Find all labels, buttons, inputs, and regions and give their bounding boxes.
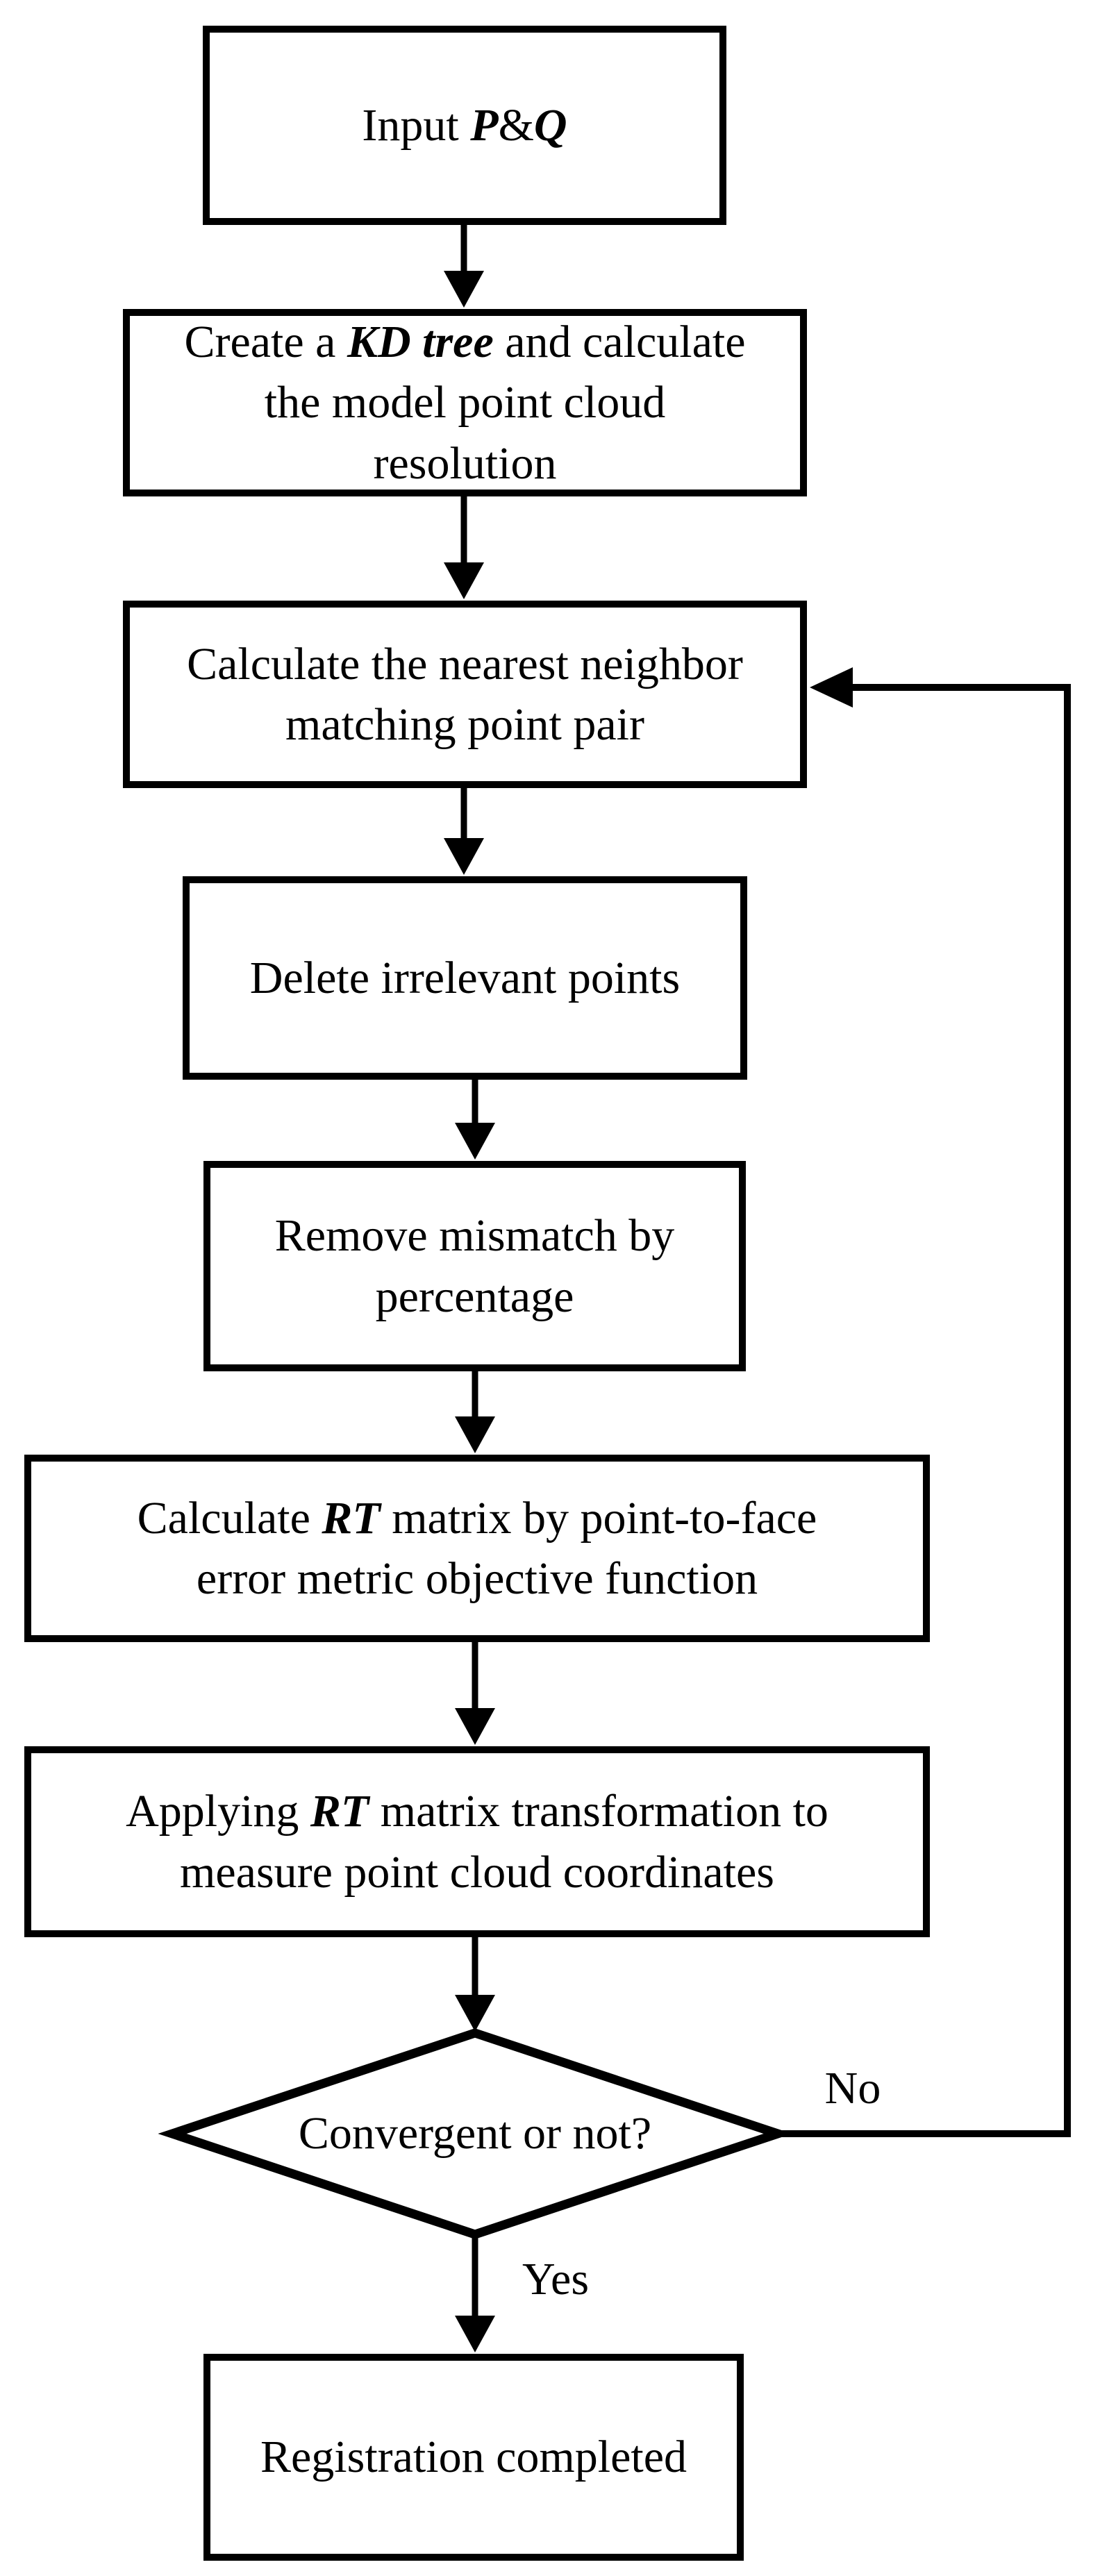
delete-points-box: Delete irrelevant points: [183, 876, 747, 1080]
apply-rt-box-label: Applying RT matrix transformation to mea…: [126, 1786, 828, 1898]
symbol-rt-2: RT: [310, 1786, 369, 1837]
symbol-q: Q: [533, 99, 567, 151]
arrowhead-rtmatrix-to-applyrt: [455, 1708, 495, 1745]
arrowhead-input-to-kdtree: [444, 271, 484, 308]
arrowhead-kdtree-to-nearest: [444, 562, 484, 599]
no-feedback-line: [778, 684, 1071, 2137]
arrowhead-delete-to-remove: [455, 1123, 495, 1160]
apply-rt-box: Applying RT matrix transformation to mea…: [24, 1746, 930, 1937]
no-branch-label: No: [824, 2063, 881, 2114]
arrowhead-remove-to-rtmatrix: [455, 1416, 495, 1453]
registration-completed-box-label: Registration completed: [260, 2432, 687, 2483]
input-box: Input P&Q: [203, 26, 726, 225]
symbol-rt-1: RT: [322, 1492, 381, 1544]
nearest-neighbor-box-label: Calculate the nearest neighbor matching …: [187, 638, 743, 750]
yes-branch-label: Yes: [522, 2254, 590, 2305]
kd-tree-box: Create a KD tree and calculate the model…: [123, 309, 807, 496]
remove-mismatch-box-label: Remove mismatch by percentage: [274, 1210, 675, 1322]
symbol-p: P: [470, 99, 499, 151]
rt-matrix-box: Calculate RT matrix by point-to-face err…: [24, 1455, 930, 1642]
arrowhead-nearest-to-delete: [444, 838, 484, 875]
registration-completed-box: Registration completed: [203, 2354, 744, 2561]
arrowhead-applyrt-to-decision: [455, 1995, 495, 2032]
nearest-neighbor-box: Calculate the nearest neighbor matching …: [123, 601, 807, 788]
rt-matrix-box-label: Calculate RT matrix by point-to-face err…: [137, 1492, 817, 1604]
arrowhead-no-feedback: [810, 667, 853, 708]
decision-diamond-label: Convergent or not?: [298, 2108, 652, 2159]
input-box-label: Input P&Q: [362, 99, 567, 151]
remove-mismatch-box: Remove mismatch by percentage: [203, 1161, 746, 1371]
arrowhead-yes-decision-to-done: [455, 2316, 495, 2352]
delete-points-box-label: Delete irrelevant points: [249, 952, 681, 1003]
kd-tree-box-label: Create a KD tree and calculate the model…: [184, 317, 746, 489]
decision-diamond: Convergent or not?: [172, 2033, 778, 2234]
symbol-kd-tree: KD tree: [347, 317, 494, 368]
